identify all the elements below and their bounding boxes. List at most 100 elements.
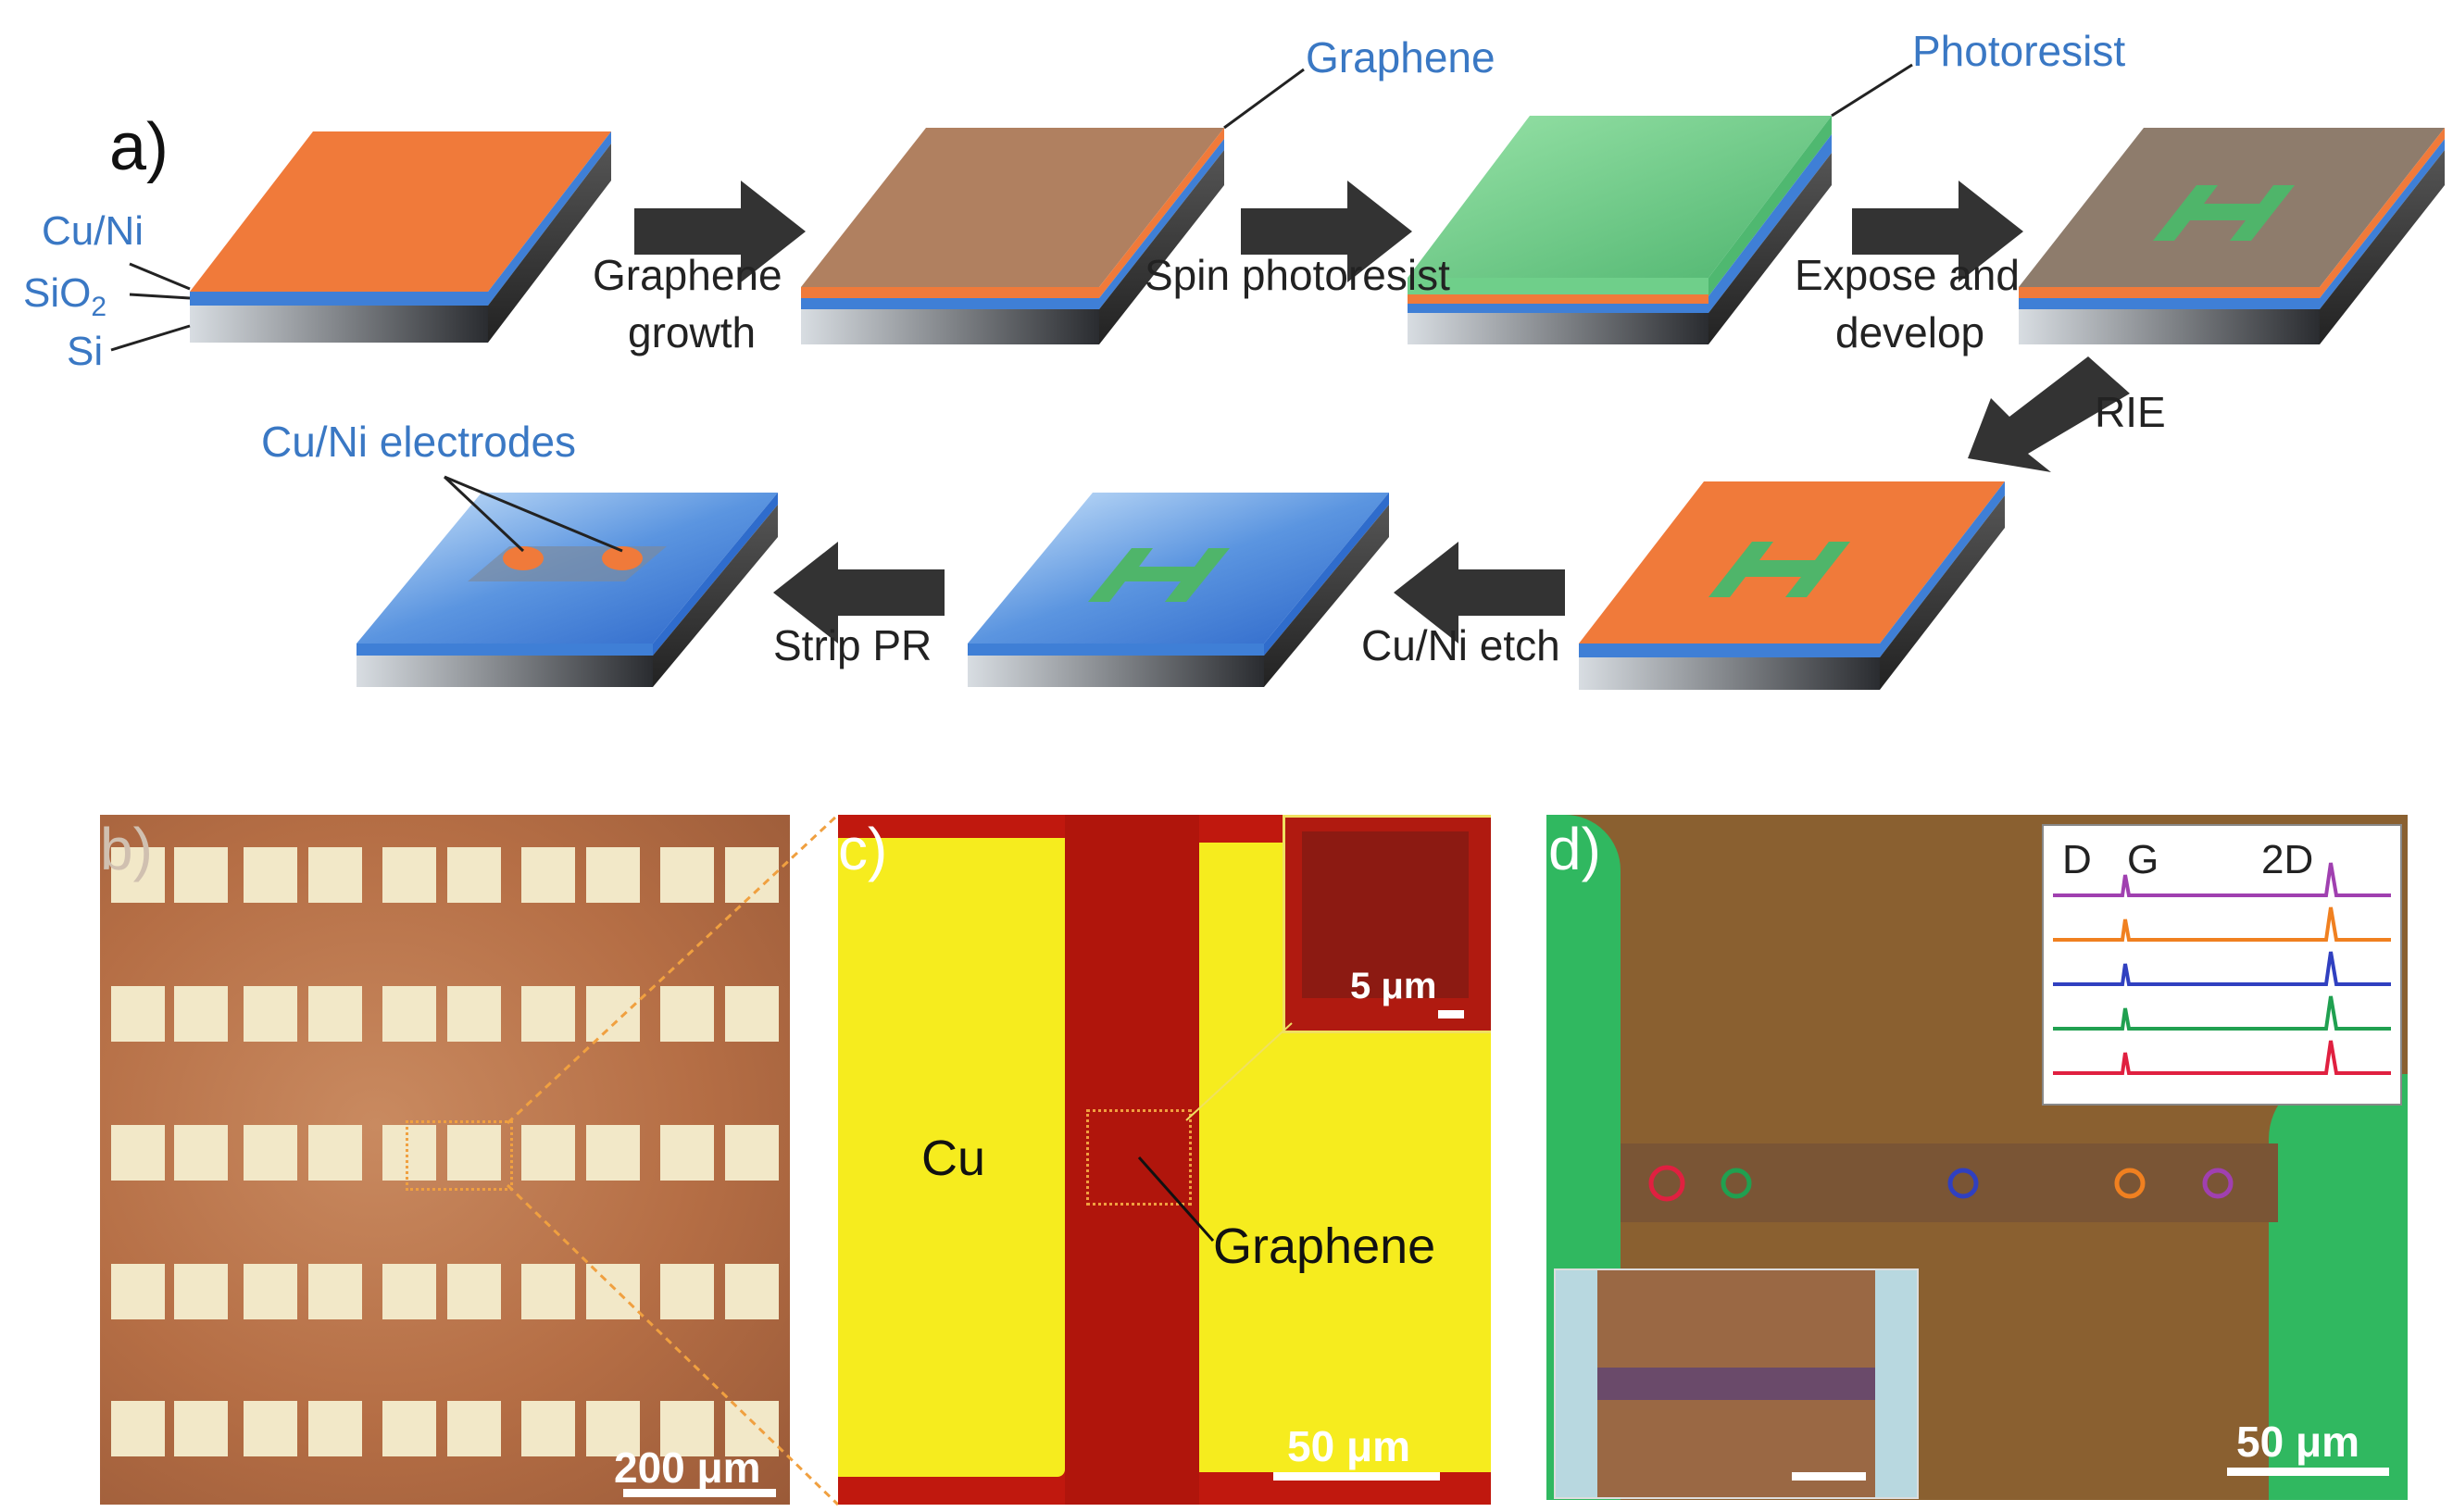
electrode-pad	[111, 1264, 165, 1319]
stack-initial	[190, 131, 611, 343]
electrode-pad	[174, 1264, 228, 1319]
cu-region-right	[2269, 1074, 2408, 1500]
raman-inset: D G 2D	[2042, 824, 2402, 1106]
channel-zoom-box	[1086, 1109, 1192, 1206]
electrode-pad	[447, 1264, 501, 1319]
electrode-pad	[660, 1264, 714, 1319]
optical-inset	[1554, 1268, 1919, 1499]
electrode-pad	[244, 1125, 297, 1181]
step-etch: Cu/Ni etch	[1361, 621, 1560, 669]
panel-d-inset-scale-bar	[1792, 1472, 1866, 1481]
electrode-pad	[586, 1125, 640, 1181]
step-expose-line1: Expose and	[1795, 251, 2020, 299]
arrow-growth	[634, 181, 806, 282]
raman-spot-marker	[1947, 1168, 1979, 1199]
arrow-expose	[1852, 181, 2023, 282]
peak-label-g: G	[2127, 837, 2159, 882]
stack-graphene	[801, 128, 1224, 344]
electrode-pad	[586, 1264, 640, 1319]
electrode-pad	[521, 1125, 575, 1181]
electrode-pad	[244, 1264, 297, 1319]
raman-spectrum-trace	[2053, 951, 2391, 986]
step-rie: RIE	[2095, 388, 2166, 436]
panel-c-micrograph: 5 μm Cu Graphene 50 μm	[838, 815, 1491, 1505]
step-strip: Strip PR	[773, 621, 932, 669]
panel-c-inset-scale-bar	[1438, 1010, 1464, 1018]
electrode-pad	[308, 1264, 362, 1319]
electrode-pad	[447, 986, 501, 1042]
callout-graphene: Graphene	[1306, 33, 1496, 81]
electrode-pad	[382, 1264, 436, 1319]
peak-label-2d: 2D	[2261, 837, 2314, 882]
electrode-pad	[725, 986, 779, 1042]
cu-electrode-left	[838, 838, 1065, 1477]
layer-label-sio2-sub: 2	[91, 291, 107, 322]
panel-c-letter: c)	[838, 816, 888, 882]
panel-d-letter: d)	[1548, 816, 1601, 882]
electrode-pad	[382, 847, 436, 903]
graphene-label: Graphene	[1213, 1218, 1436, 1274]
layer-label-si: Si	[67, 329, 104, 374]
stack-photoresist	[1408, 116, 1832, 344]
step-spin: Spin photoresist	[1145, 251, 1450, 299]
panel-b-letter: b)	[100, 816, 153, 882]
electrode-pad	[725, 1125, 779, 1181]
raman-spectrum-trace	[2053, 1040, 2391, 1075]
layer-label-sio2-main: SiO	[23, 270, 92, 316]
electrode-pad	[111, 1401, 165, 1456]
raman-spectrum-trace	[2053, 906, 2391, 942]
electrode-pad	[174, 1401, 228, 1456]
electrode-pad	[111, 847, 165, 903]
stack-after-rie	[1579, 481, 2005, 690]
electrode-pad	[447, 847, 501, 903]
layer-leader-lines	[110, 63, 1913, 553]
step-growth-line2: growth	[628, 308, 757, 356]
electrode-pad	[308, 847, 362, 903]
panel-b-scale-bar	[623, 1489, 776, 1497]
layer-label-sio2: SiO2	[23, 270, 106, 323]
electrode-pad	[382, 1401, 436, 1456]
raman-spectra	[2053, 862, 2391, 1075]
stack-after-etch	[968, 493, 1389, 687]
panel-a-letter: a)	[109, 110, 169, 184]
electrode-pad	[447, 1125, 501, 1181]
callout-photoresist: Photoresist	[1912, 27, 2126, 75]
electrode-pad	[382, 986, 436, 1042]
step-expose-line2: develop	[1835, 308, 1985, 356]
panel-b-micrograph: 200 μm	[100, 815, 790, 1505]
panel-d-scale-label: 50 μm	[2236, 1418, 2359, 1466]
electrode-pad	[660, 986, 714, 1042]
arrow-etch	[1394, 542, 1565, 644]
electrode-pad	[308, 1125, 362, 1181]
electrode-pad	[521, 986, 575, 1042]
electrode-pad	[244, 847, 297, 903]
raman-spectrum-trace	[2053, 862, 2391, 897]
layer-label-cuni: Cu/Ni	[42, 208, 144, 254]
electrode-pad	[174, 986, 228, 1042]
panel-c-inset-scale-label: 5 μm	[1350, 966, 1437, 1006]
raman-spot-marker	[1648, 1165, 1685, 1202]
electrode-pad	[447, 1401, 501, 1456]
panel-c-scale-label: 50 μm	[1287, 1422, 1410, 1470]
electrode-pad	[244, 986, 297, 1042]
arrow-rie	[1968, 356, 2130, 472]
panel-d-micrograph: D G 2D 50 μm	[1546, 815, 2408, 1500]
electrode-pad	[174, 847, 228, 903]
panel-c-scale-bar	[1273, 1472, 1440, 1481]
electrode-pad	[521, 1401, 575, 1456]
arrow-strip	[773, 542, 945, 644]
electrode-pad	[660, 847, 714, 903]
electrode-pad	[725, 1264, 779, 1319]
raman-spot-markers	[1648, 1165, 2234, 1202]
raman-spot-marker	[2114, 1168, 2146, 1199]
electrode-pad	[586, 986, 640, 1042]
raman-spot-marker	[1721, 1168, 1752, 1199]
raman-spot-marker	[2202, 1168, 2234, 1199]
electrode-pad	[111, 1125, 165, 1181]
electrode-pad	[660, 1125, 714, 1181]
electrode-pad	[521, 1264, 575, 1319]
stack-final-device	[357, 493, 778, 687]
electrode-pad	[382, 1125, 436, 1181]
arrow-spin	[1241, 181, 1412, 282]
